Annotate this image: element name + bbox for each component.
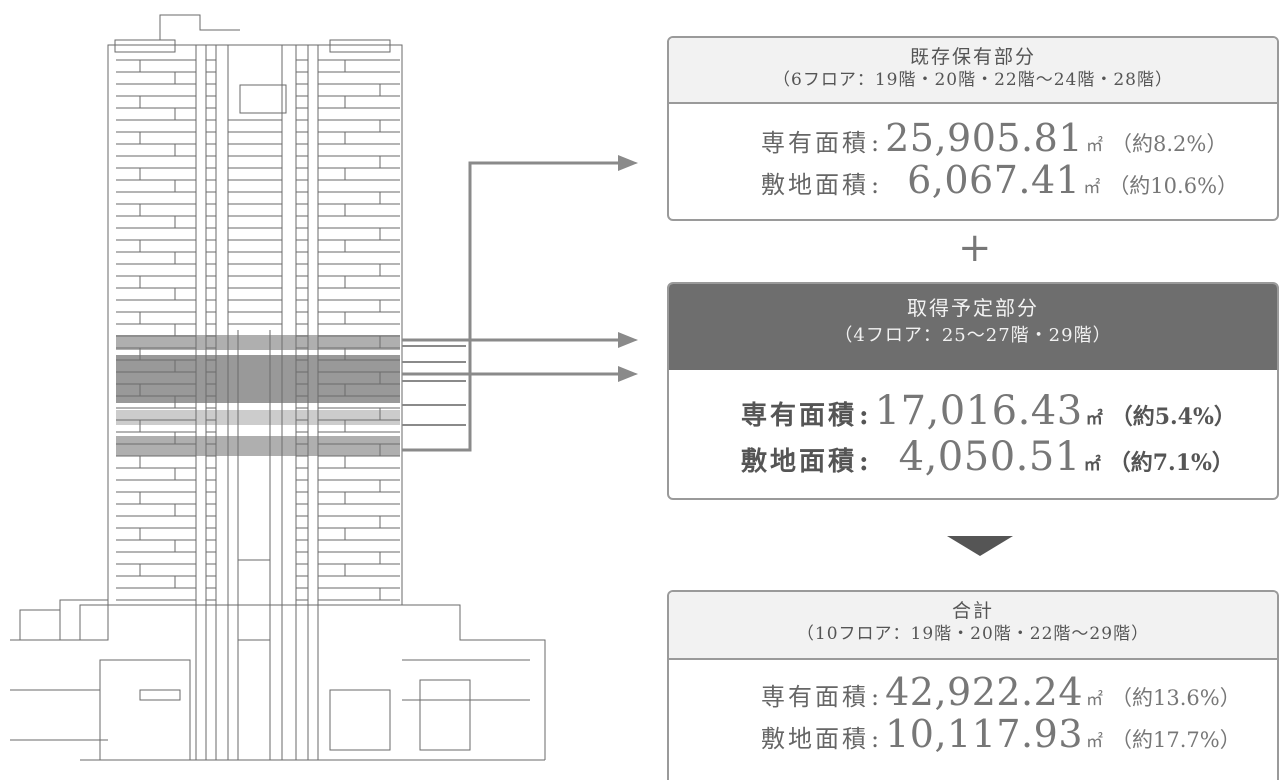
exclusive-area-value: 17,016.43 xyxy=(874,388,1083,434)
area-unit: ㎡ xyxy=(1085,409,1103,429)
area-unit: ㎡ xyxy=(1083,455,1101,475)
exclusive-area-percent: （約13.6%） xyxy=(1111,686,1241,710)
site-area-percent: （約7.1%） xyxy=(1108,450,1234,476)
plus-symbol: + xyxy=(958,225,992,271)
site-area-value: 6,067.41 xyxy=(907,158,1081,202)
site-area-label: 敷地面積 xyxy=(761,725,869,753)
area-unit: ㎡ xyxy=(1086,690,1103,710)
site-area-label: 敷地面積 xyxy=(741,447,858,477)
existing-exclusive-area-row: 専有面積 : 25,905.81 ㎡ （約8.2%） xyxy=(761,116,1228,160)
existing-site-area-row: 敷地面積 : 6,067.41 ㎡ （約10.6%） xyxy=(761,158,1239,202)
total-site-area-row: 敷地面積 : 10,117.93 ㎡ （約17.7%） xyxy=(761,712,1241,756)
existing-holdings-title: 既存保有部分 xyxy=(909,46,1036,68)
exclusive-area-value: 25,905.81 xyxy=(885,116,1083,160)
existing-holdings-box: 既存保有部分 （6フロア：19階・20階・22階〜24階・28階） 専有面積 :… xyxy=(667,36,1279,221)
planned-acquisition-header: 取得予定部分 （4フロア：25〜27階・29階） xyxy=(669,284,1277,370)
site-area-value: 10,117.93 xyxy=(885,712,1083,756)
total-exclusive-area-row: 専有面積 : 42,922.24 ㎡ （約13.6%） xyxy=(761,670,1241,714)
area-unit: ㎡ xyxy=(1083,178,1101,198)
total-box: 合計 （10フロア：19階・20階・22階〜29階） 専有面積 : 42,922… xyxy=(667,590,1279,780)
site-area-percent: （約10.6%） xyxy=(1108,174,1239,198)
planned-acquisition-box: 取得予定部分 （4フロア：25〜27階・29階） 専有面積 : 17,016.4… xyxy=(667,282,1279,500)
planned-acquisition-subtitle: （4フロア：25〜27階・29階） xyxy=(834,325,1112,346)
exclusive-area-label: 専有面積 xyxy=(761,129,869,157)
exclusive-area-percent: （約5.4%） xyxy=(1110,404,1236,430)
planned-site-area-row: 敷地面積 : 4,050.51 ㎡ （約7.1%） xyxy=(741,434,1234,480)
exclusive-area-value: 42,922.24 xyxy=(885,670,1083,714)
total-header: 合計 （10フロア：19階・20階・22階〜29階） xyxy=(669,592,1277,660)
site-area-label: 敷地面積 xyxy=(761,171,869,199)
planned-acquisition-title: 取得予定部分 xyxy=(907,296,1039,320)
planned-exclusive-area-row: 専有面積 : 17,016.43 ㎡ （約5.4%） xyxy=(741,388,1236,434)
existing-holdings-header: 既存保有部分 （6フロア：19階・20階・22階〜24階・28階） xyxy=(669,38,1277,104)
exclusive-area-label: 専有面積 xyxy=(741,401,858,431)
building-cross-section xyxy=(10,14,638,761)
existing-holdings-subtitle: （6フロア：19階・20階・22階〜24階・28階） xyxy=(773,69,1173,90)
down-arrow-icon xyxy=(947,536,1013,556)
site-area-percent: （約17.7%） xyxy=(1111,728,1241,752)
site-area-value: 4,050.51 xyxy=(898,434,1081,480)
area-unit: ㎡ xyxy=(1086,136,1103,156)
total-subtitle: （10フロア：19階・20階・22階〜29階） xyxy=(796,623,1150,644)
total-title: 合計 xyxy=(951,600,994,622)
area-unit: ㎡ xyxy=(1086,732,1103,752)
exclusive-area-label: 専有面積 xyxy=(761,683,869,711)
exclusive-area-percent: （約8.2%） xyxy=(1111,132,1228,156)
